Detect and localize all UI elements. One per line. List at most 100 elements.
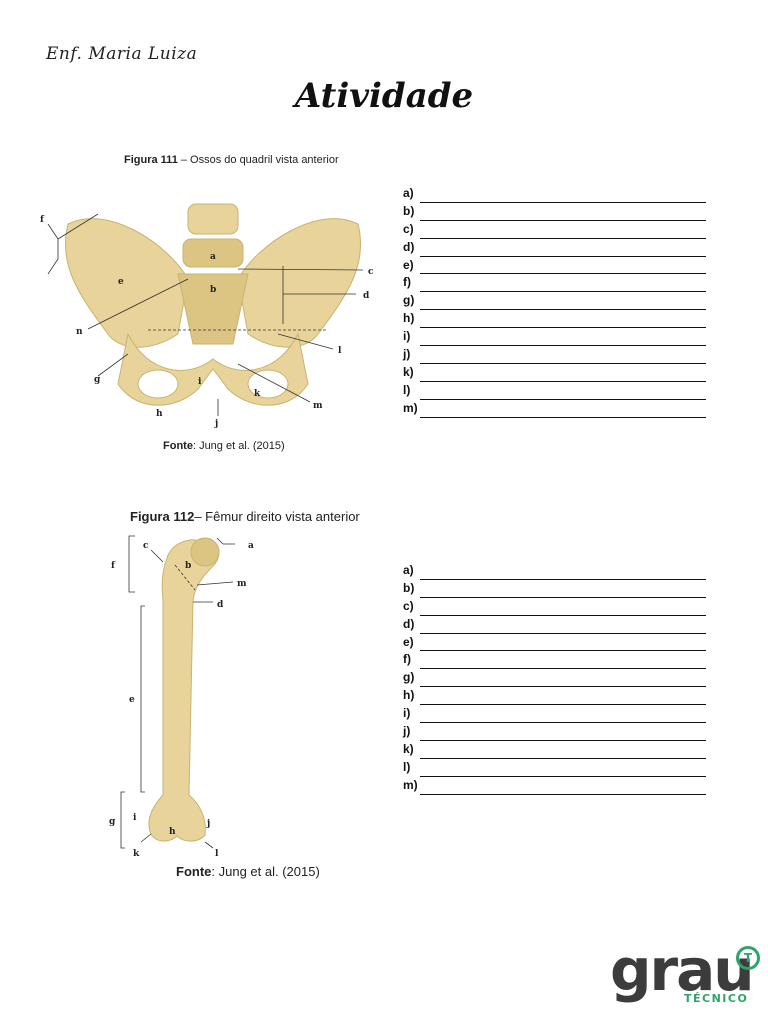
blank-line[interactable] (420, 674, 706, 688)
femur-bone (148, 539, 220, 842)
figure-111-source: Fonte: Jung et al. (2015) (163, 440, 285, 452)
answer-line[interactable]: a) (403, 185, 706, 203)
blank-line[interactable] (420, 656, 706, 670)
blank-line[interactable] (420, 710, 706, 724)
answer-line[interactable]: i) (403, 328, 706, 347)
answer-line[interactable]: d) (403, 239, 706, 257)
blank-line[interactable] (420, 279, 706, 293)
hip-bones-illustration: a b c d e f g h i j k l m n (40, 203, 374, 429)
answer-label: l) (403, 759, 411, 774)
blank-line[interactable] (420, 567, 706, 580)
answer-line[interactable]: e) (403, 257, 706, 275)
answer-line[interactable]: k) (403, 364, 706, 382)
answer-label: e) (403, 257, 414, 272)
answer-label: d) (403, 616, 415, 631)
blank-line[interactable] (420, 369, 706, 382)
answer-label: l) (403, 382, 411, 397)
answer-label: b) (403, 580, 415, 595)
blank-line[interactable] (420, 782, 706, 795)
answer-line[interactable]: m) (403, 400, 706, 418)
blank-line[interactable] (420, 764, 706, 777)
left-iliac-wing (64, 218, 189, 348)
blank-line[interactable] (420, 261, 706, 275)
figure-112-source: Fonte: Jung et al. (2015) (176, 864, 320, 879)
fig1-label-a: a (210, 252, 216, 262)
answer-label: f) (403, 275, 411, 290)
blank-line[interactable] (420, 297, 706, 311)
fig2-label-b: b (185, 561, 191, 571)
grau-tecnico-logo: grau T TÉCNICO (608, 936, 760, 1010)
answer-line[interactable]: c) (403, 221, 706, 239)
answer-line[interactable]: b) (403, 203, 706, 221)
lumbar-vertebra (187, 203, 239, 235)
sacrum (177, 273, 249, 345)
answer-line[interactable]: e) (403, 634, 706, 652)
fig1-label-n: n (76, 327, 83, 337)
blank-line[interactable] (420, 405, 706, 418)
blank-line[interactable] (420, 315, 706, 329)
answer-line[interactable]: g) (403, 292, 706, 311)
answer-line[interactable]: f) (403, 651, 706, 670)
fig1-label-d: d (363, 291, 370, 301)
answer-label: d) (403, 239, 415, 254)
fig2-label-c: c (143, 541, 149, 551)
answer-label: h) (403, 311, 415, 326)
answer-line[interactable]: l) (403, 759, 706, 777)
fig1-label-i: i (198, 377, 202, 387)
answer-label: c) (403, 598, 414, 613)
blank-line[interactable] (420, 190, 706, 203)
fig2-label-d: d (217, 600, 224, 610)
figure-111-caption-number: Figura 111 (124, 154, 178, 166)
fig1-label-b: b (210, 285, 216, 295)
answer-line[interactable]: j) (403, 346, 706, 364)
blank-line[interactable] (420, 746, 706, 759)
blank-line[interactable] (420, 244, 706, 257)
fig2-label-e: e (129, 695, 135, 705)
figure-112-source-label: Fonte (176, 864, 212, 879)
blank-line[interactable] (420, 638, 706, 652)
fig2-label-h: h (169, 827, 176, 837)
figure-112-source-text: : Jung et al. (2015) (211, 864, 320, 879)
answer-label: e) (403, 634, 414, 649)
answer-line[interactable]: a) (403, 562, 706, 580)
answer-line[interactable]: f) (403, 274, 706, 293)
answer-line[interactable]: j) (403, 723, 706, 741)
right-iliac-wing (237, 218, 362, 348)
answer-line[interactable]: b) (403, 580, 706, 598)
answer-line[interactable]: m) (403, 777, 706, 795)
blank-line[interactable] (420, 351, 706, 364)
fig2-label-a: a (248, 541, 254, 551)
answer-list-figure-111: a) b) c) d) e) f) g) h) i) j) k) l) m) (403, 185, 706, 418)
fig2-label-l: l (215, 849, 219, 859)
blank-line[interactable] (420, 585, 706, 598)
answer-label: a) (403, 185, 414, 200)
fig2-label-m: m (237, 579, 247, 589)
fig1-label-j: j (214, 419, 218, 429)
answer-label: a) (403, 562, 414, 577)
blank-line[interactable] (420, 208, 706, 221)
blank-line[interactable] (420, 603, 706, 616)
answer-line[interactable]: d) (403, 616, 706, 634)
blank-line[interactable] (420, 692, 706, 706)
logo-badge-icon: T (736, 946, 760, 970)
femur-illustration: a b c d e f g h i j k l m (109, 535, 254, 859)
fig1-label-l: l (338, 346, 342, 356)
answer-line[interactable]: g) (403, 669, 706, 688)
answer-line[interactable]: k) (403, 741, 706, 759)
answer-line[interactable]: i) (403, 705, 706, 724)
blank-line[interactable] (420, 226, 706, 239)
answer-line[interactable]: l) (403, 382, 706, 400)
answer-line[interactable]: h) (403, 687, 706, 706)
blank-line[interactable] (420, 333, 706, 347)
figure-112-caption-number: Figura 112 (130, 509, 195, 524)
fig2-label-f: f (111, 561, 116, 571)
figure-112-caption-text: – Fêmur direito vista anterior (194, 509, 360, 524)
answer-line[interactable]: c) (403, 598, 706, 616)
blank-line[interactable] (420, 387, 706, 400)
answer-label: j) (403, 724, 411, 738)
blank-line[interactable] (420, 728, 706, 741)
blank-line[interactable] (420, 621, 706, 634)
answer-line[interactable]: h) (403, 310, 706, 329)
fig1-label-e: e (118, 277, 124, 287)
answer-label: k) (403, 364, 414, 379)
